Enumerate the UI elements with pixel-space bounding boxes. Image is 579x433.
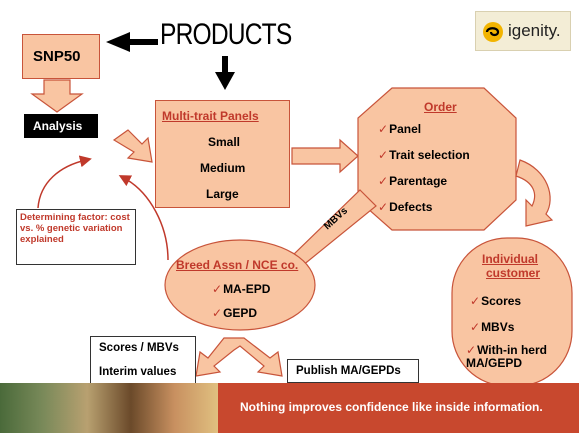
breed-item-gepd: ✓GEPD	[212, 306, 258, 320]
footer-message: Nothing improves confidence like inside …	[240, 400, 543, 414]
panel-item-large: Large	[206, 187, 239, 201]
footer-red-strip	[218, 383, 579, 433]
logo: igenity.	[475, 11, 571, 51]
order-to-individual-arrow	[515, 159, 554, 227]
individual-item-mbvs: ✓MBVs	[470, 320, 515, 334]
order-item-defects: ✓Defects	[378, 200, 433, 214]
individual-title-line2: customer	[486, 266, 541, 280]
igenity-swirl-icon	[483, 22, 503, 42]
order-item-panel: ✓Panel	[378, 122, 422, 136]
products-title: PRODUCTS	[160, 18, 292, 51]
publish-box: Publish MA/GEPDs	[287, 359, 419, 383]
footer-banner: Nothing improves confidence like inside …	[0, 383, 579, 433]
snp50-box: SNP50	[22, 34, 100, 79]
analysis-box: Analysis	[24, 114, 98, 138]
panels-to-order-arrow	[291, 138, 359, 174]
order-octagon	[357, 87, 517, 231]
panel-item-small: Small	[208, 135, 241, 149]
breed-ellipse	[164, 239, 316, 331]
individual-item-within-herd: ✓With-in herd MA/GEPD	[466, 343, 547, 370]
split-arrow	[195, 337, 283, 377]
scores-mbvs-line2: Interim values	[99, 366, 177, 378]
footer-photo-strip	[0, 383, 218, 433]
analysis-label: Analysis	[33, 119, 83, 133]
order-item-parentage: ✓Parentage	[378, 174, 448, 188]
panels-title: Multi-trait Panels	[162, 109, 259, 123]
scores-mbvs-box: Scores / MBVs Interim values	[90, 336, 196, 384]
determining-factor-box: Determining factor: cost vs. % genetic v…	[16, 209, 136, 265]
scores-mbvs-line1: Scores / MBVs	[99, 342, 179, 354]
breed-item-ma-epd: ✓MA-EPD	[212, 282, 271, 296]
determining-factor-text: Determining factor: cost vs. % genetic v…	[20, 212, 130, 245]
logo-text: igenity.	[508, 21, 561, 40]
panels-box: Multi-trait Panels Small Medium Large	[155, 100, 290, 208]
individual-title-line1: Individual	[482, 252, 539, 266]
analysis-to-panels-arrow	[112, 129, 153, 163]
individual-item-scores: ✓Scores	[470, 294, 522, 308]
panel-item-medium: Medium	[200, 161, 246, 175]
page-title: PRODUCTS	[160, 18, 292, 52]
snp50-down-arrow	[30, 79, 84, 113]
red-curve-arrow-2	[118, 175, 169, 261]
order-title: Order	[424, 100, 457, 114]
breed-title: Breed Assn / NCE co.	[176, 258, 299, 272]
publish-label: Publish MA/GEPDs	[296, 365, 401, 377]
red-curve-arrow-1	[37, 155, 92, 209]
order-item-trait-selection: ✓Trait selection	[378, 148, 470, 162]
snp50-label: SNP50	[33, 48, 81, 65]
